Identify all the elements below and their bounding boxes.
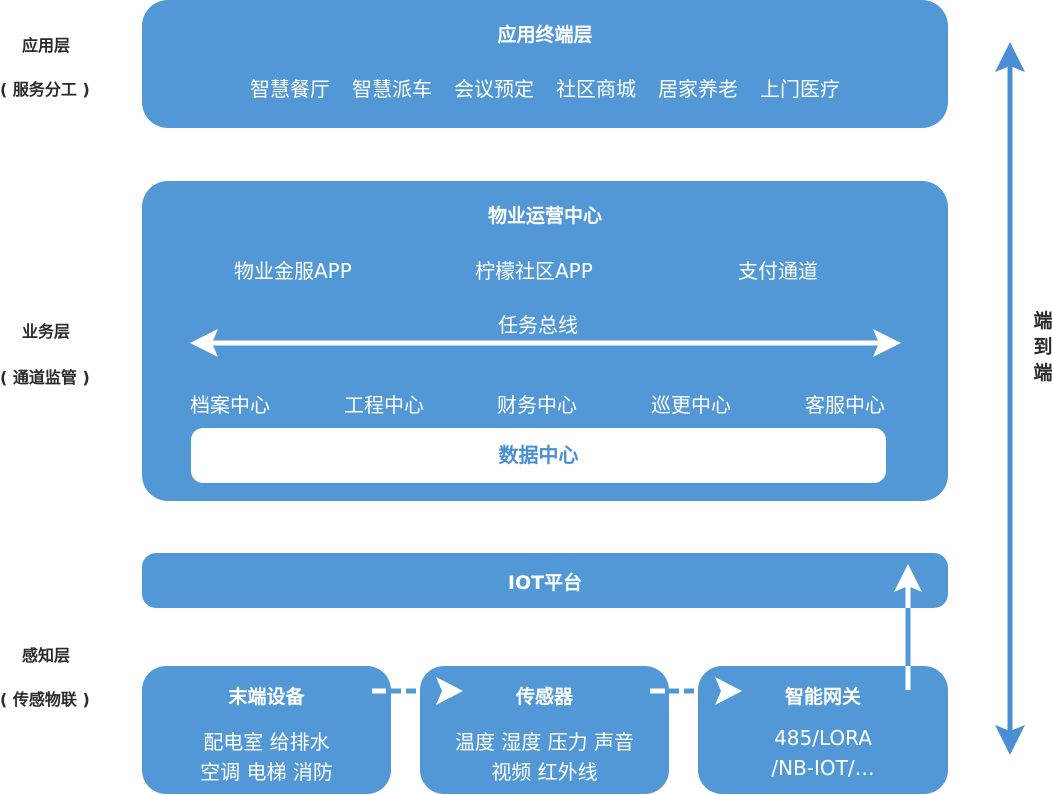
center-item: 客服中心	[805, 393, 885, 417]
app-item: 会议预定	[454, 77, 534, 101]
device-title: 传感器	[515, 686, 573, 708]
app-terminal-items: 智慧餐厅 智慧派车 会议预定 社区商城 居家养老 上门医疗	[142, 73, 948, 102]
center-item: 财务中心	[497, 393, 577, 417]
app-item: 上门医疗	[760, 77, 840, 101]
device-line: 视频 红外线	[491, 760, 598, 784]
app-item: 智慧派车	[352, 77, 432, 101]
device-box-terminal: 末端设备 配电室 给排水 空调 电梯 消防	[142, 666, 391, 794]
layer-label-business: 业务层	[22, 322, 71, 341]
ops-app: 物业金服APP	[234, 259, 352, 283]
center-item: 工程中心	[344, 393, 424, 417]
end-to-end-label-bg	[1026, 306, 1052, 396]
gateway-up-arrow	[894, 564, 922, 690]
data-center-box: 数据中心	[191, 428, 886, 483]
ops-center-title: 物业运营中心	[487, 205, 602, 227]
end-to-end-arrow	[995, 42, 1025, 755]
layer-label-app: 应用层	[22, 36, 71, 55]
layer-sub-app: ( 服务分工 )	[0, 80, 90, 99]
iot-platform-box: IOT平台	[142, 553, 948, 608]
device-line: 空调 电梯 消防	[200, 760, 333, 784]
task-bus-arrow	[190, 329, 901, 357]
device-line: 485/LORA	[774, 726, 872, 750]
device-line: 配电室 给排水	[203, 730, 330, 754]
layer-label-perception: 感知层	[22, 646, 71, 665]
device-line: 温度 湿度 压力 声音	[454, 730, 635, 754]
ops-app: 柠檬社区APP	[475, 259, 593, 283]
iot-platform-title: IOT平台	[507, 572, 583, 594]
flow-arrow-1	[372, 677, 463, 705]
device-title: 末端设备	[228, 686, 305, 708]
center-item: 档案中心	[190, 393, 270, 417]
app-item: 居家养老	[658, 77, 738, 101]
app-item: 社区商城	[556, 77, 636, 101]
app-terminal-box: 应用终端层 智慧餐厅 智慧派车 会议预定 社区商城 居家养老 上门医疗	[142, 0, 948, 128]
app-terminal-title: 应用终端层	[497, 24, 593, 46]
end-to-end-char: 端	[1033, 362, 1052, 384]
end-to-end-char: 到	[1033, 336, 1052, 358]
app-item: 智慧餐厅	[250, 77, 330, 101]
task-bus-label: 任务总线	[498, 313, 578, 337]
end-to-end-label: 端 到 端	[1028, 308, 1052, 386]
layer-sub-business: ( 通道监管 )	[0, 368, 90, 387]
center-item: 巡更中心	[651, 393, 731, 417]
ops-app: 支付通道	[738, 259, 818, 283]
end-to-end-char: 端	[1033, 310, 1052, 332]
flow-arrow-2	[650, 677, 742, 705]
device-line: /NB-IOT/…	[771, 756, 875, 780]
device-box-sensor: 传感器 温度 湿度 压力 声音 视频 红外线	[420, 666, 669, 794]
layer-sub-perception: ( 传感物联 )	[0, 690, 90, 709]
device-title: 智能网关	[784, 686, 861, 708]
